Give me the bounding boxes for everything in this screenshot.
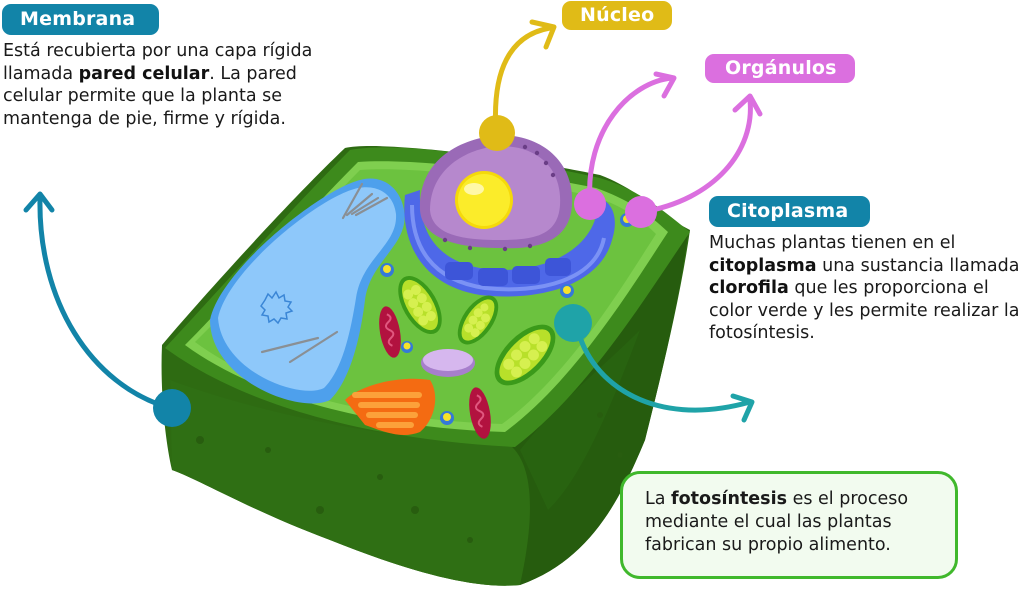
text-run: Muchas plantas tienen en el [709, 233, 956, 253]
connector-organulos-2 [625, 93, 763, 228]
photosynthesis-note: La fotosíntesis es el proceso mediante e… [620, 471, 958, 579]
label-citoplasma: Citoplasma [709, 196, 871, 227]
text-run: una sustancia llamada [816, 255, 1020, 276]
mitochondria [379, 306, 491, 439]
label-membrana: Membrana [2, 4, 160, 35]
nucleus [419, 135, 573, 252]
chloroplasts [398, 276, 556, 386]
text-run: es el proceso mediante el cual las plant… [645, 489, 909, 555]
membrana-description: Está recubierta por una capa rígida llam… [3, 40, 343, 130]
citoplasma-description: Muchas plantas tienen en el citoplasma u… [709, 232, 1024, 345]
vacuole [210, 178, 405, 404]
connector-citoplasma [554, 304, 755, 423]
text-run: La [645, 489, 672, 509]
text-run-bold: citoplasma [709, 255, 817, 276]
label-organulos: Orgánulos [705, 54, 855, 83]
text-run: que les proporciona el color verde y les… [709, 278, 1020, 344]
connector-nucleo [479, 19, 557, 151]
note-text: La fotosíntesis es el proceso mediante e… [645, 488, 955, 557]
endoplasmic-reticulum [404, 190, 615, 297]
text-run-bold: clorofila [709, 278, 789, 299]
connector-membrana [23, 191, 191, 427]
golgi-apparatus [345, 378, 436, 435]
text-run: . La pared celular permite que la planta… [3, 63, 297, 129]
label-nucleo: Núcleo [562, 1, 673, 30]
text-run-bold: fotosíntesis [671, 489, 788, 509]
connector-organulos-1 [574, 71, 677, 220]
text-run: Está recubierta por una capa rígida llam… [3, 41, 313, 84]
text-run-bold: pared celular [78, 63, 210, 84]
vesicles [380, 213, 634, 425]
